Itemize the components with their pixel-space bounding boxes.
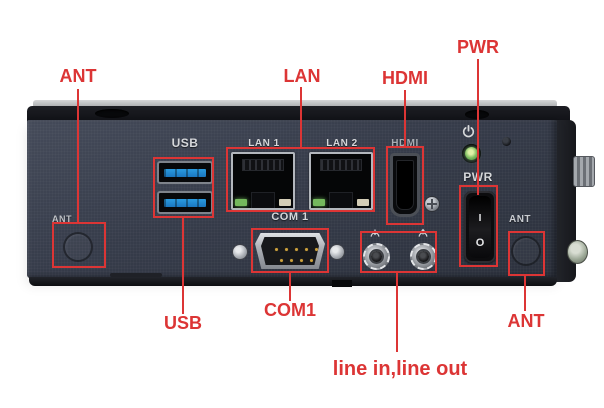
lan-cavity — [233, 154, 293, 208]
com1-db9-port — [255, 233, 325, 269]
db9-pin — [310, 259, 313, 262]
callout-box-com1 — [251, 228, 329, 273]
hdmi-slot — [396, 160, 414, 210]
ant-right-knockout — [511, 236, 541, 266]
callout-box-usb — [153, 157, 214, 218]
ant-left-panel-label: ANT — [52, 214, 72, 224]
line-in-jack — [363, 243, 390, 270]
panel-screw — [425, 197, 439, 211]
callout-line-ant-left — [77, 89, 79, 222]
com1-standoff-right — [330, 245, 344, 259]
callout-box-audio — [360, 231, 437, 273]
bottom-slot — [110, 273, 162, 277]
bottom-notch — [332, 280, 352, 287]
callout-label-line-in-out: line in,line out — [332, 358, 468, 380]
db9-pin — [290, 259, 293, 262]
line-out-jack — [410, 243, 437, 270]
lan-clip-tab — [329, 192, 353, 208]
power-switch: I O — [464, 191, 496, 263]
ant-left-knockout — [63, 232, 93, 262]
com1-standoff-left — [233, 245, 247, 259]
db9-pin — [275, 248, 278, 251]
lan2-led-green — [313, 199, 325, 206]
lan2-port — [309, 152, 373, 210]
side-antenna-connector — [573, 156, 595, 187]
callout-line-ant-right — [524, 276, 526, 311]
callout-label-usb: USB — [163, 313, 202, 333]
db9-pin — [305, 248, 308, 251]
lan-cavity — [311, 154, 371, 208]
jack-hole — [418, 251, 429, 262]
db9-pin — [285, 248, 288, 251]
lan1-led-amber — [279, 199, 291, 206]
usb-tongue — [164, 199, 206, 207]
callout-label-pwr: PWR — [457, 37, 499, 57]
callout-line-pwr — [477, 59, 479, 195]
pinhole — [502, 137, 511, 146]
callout-line-lan — [300, 87, 302, 147]
db9-face — [261, 237, 319, 265]
callout-label-ant-right: ANT — [507, 311, 545, 331]
callout-line-audio — [396, 273, 398, 352]
switch-off-label: O — [475, 237, 485, 249]
power-led — [462, 144, 481, 163]
callout-box-ant-left — [52, 222, 106, 268]
callout-box-lan — [226, 147, 375, 212]
callout-label-lan: LAN — [283, 66, 321, 86]
callout-line-com1 — [289, 273, 291, 301]
top-hole-left — [95, 109, 129, 118]
rocker: I O — [469, 196, 491, 258]
callout-box-pwr — [459, 185, 498, 267]
com1-panel-label: COM 1 — [271, 211, 309, 223]
device-front-panel: USB LAN 1 LAN 2 HDMI COM 1 PWR ANT ANT — [27, 120, 557, 278]
lan1-panel-label: LAN 1 — [248, 138, 280, 149]
db9-pin — [315, 248, 318, 251]
power-led-lens — [465, 147, 478, 160]
usb-tongue — [164, 169, 206, 177]
lan2-panel-label: LAN 2 — [326, 138, 358, 149]
callout-label-ant-left: ANT — [59, 66, 97, 86]
switch-on-label: I — [478, 213, 482, 224]
callout-label-com1: COM1 — [263, 300, 316, 320]
ant-right-panel-label: ANT — [508, 214, 532, 225]
lan-pinblock — [242, 159, 284, 171]
power-symbol-icon — [462, 124, 475, 138]
lan-pinblock — [320, 159, 362, 171]
device-bottom-edge — [29, 273, 557, 287]
jack-hole — [371, 251, 382, 262]
side-screw — [567, 240, 588, 264]
callout-line-hdmi — [404, 90, 406, 146]
device-top-surface — [33, 100, 557, 108]
lan1-port — [231, 152, 295, 210]
db9-pin — [295, 248, 298, 251]
callout-box-hdmi — [386, 146, 424, 225]
db9-pin — [280, 259, 283, 262]
lan-clip-tab — [251, 192, 275, 208]
callout-box-ant-right — [508, 231, 545, 276]
callout-line-usb — [182, 218, 184, 314]
lan1-led-green — [235, 199, 247, 206]
lan2-led-amber — [357, 199, 369, 206]
callout-label-hdmi: HDMI — [382, 68, 428, 88]
usb-panel-label: USB — [171, 136, 199, 150]
hdmi-port — [390, 153, 420, 217]
db9-pin — [300, 259, 303, 262]
